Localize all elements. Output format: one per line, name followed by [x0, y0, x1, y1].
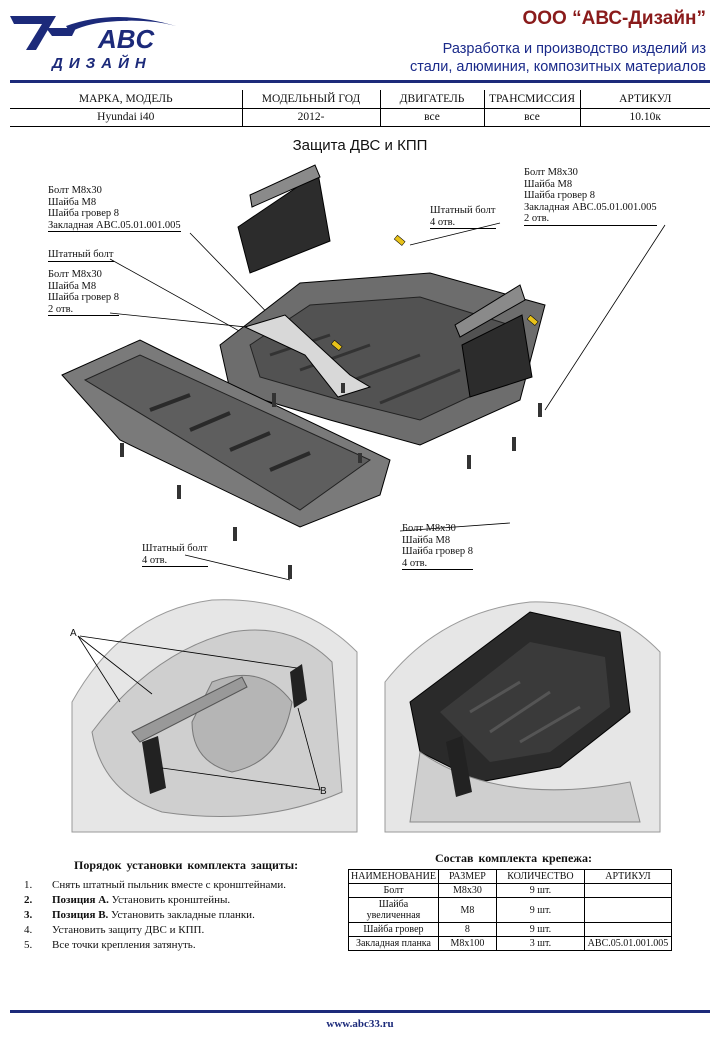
- callout-mid-left: Болт М8х30 Шайба М8 Шайба гровер 8 2 отв…: [48, 269, 119, 316]
- col-model-year: МОДЕЛЬНЫЙ ГОД: [241, 90, 381, 109]
- cell-model-year: 2012-: [241, 108, 381, 127]
- col-transmission: ТРАНСМИССИЯ: [483, 90, 581, 109]
- svg-text:ДИЗАЙН: ДИЗАЙН: [50, 54, 152, 72]
- fastener-kit-title: Состав комплекта крепежа:: [435, 851, 592, 865]
- step-item: 1.Снять штатный пыльник вместе с кронште…: [24, 879, 286, 891]
- website-link[interactable]: www.abc33.ru: [326, 1018, 394, 1030]
- col-article: АРТИКУЛ: [583, 869, 673, 884]
- cell-engine: все: [379, 108, 485, 127]
- company-slogan: Разработка и производство изделий из ста…: [410, 41, 706, 75]
- col-article: АРТИКУЛ: [579, 90, 710, 109]
- col-quantity: КОЛИЧЕСТВО: [495, 869, 585, 884]
- vehicle-spec-table: МАРКА, МОДЕЛЬ МОДЕЛЬНЫЙ ГОД ДВИГАТЕЛЬ ТР…: [10, 90, 710, 127]
- callout-top-right: Болт М8х30 Шайба М8 Шайба гровер 8 Закла…: [524, 167, 657, 226]
- installed-guard-render: [380, 592, 665, 842]
- underbody-brackets-render: A B: [62, 592, 362, 842]
- header-divider: [10, 80, 710, 83]
- col-engine: ДВИГАТЕЛЬ: [379, 90, 485, 109]
- callout-bottom-left: Штатный болт 4 отв.: [142, 543, 208, 567]
- cell-transmission: все: [483, 108, 581, 127]
- company-logo: ABC ДИЗАЙН: [6, 4, 196, 72]
- step-item: 3.Позиция В. Установить закладные планки…: [24, 909, 255, 921]
- step-item: 4.Установить защиту ДВС и КПП.: [24, 924, 205, 936]
- exploded-assembly-diagram: Болт М8х30 Шайба М8 Шайба гровер 8 Закла…: [0, 155, 720, 585]
- page-title: Защита ДВС и КПП: [292, 137, 428, 154]
- callout-standard-bolt-left: Штатный болт: [48, 249, 114, 262]
- callout-bottom-right: Болт М8х30 Шайба М8 Шайба гровер 8 4 отв…: [402, 523, 473, 570]
- footer-divider: [10, 1010, 710, 1013]
- installation-steps: 1.Снять штатный пыльник вместе с кронште…: [24, 878, 286, 953]
- callout-top-left: Болт М8х30 Шайба М8 Шайба гровер 8 Закла…: [48, 185, 181, 232]
- callout-standard-bolt-top: Штатный болт 4 отв.: [430, 205, 496, 229]
- col-brand-model: МАРКА, МОДЕЛЬ: [10, 90, 243, 109]
- cell-article: 10.10к: [579, 108, 710, 127]
- step-item: 2.Позиция А. Установить кронштейны.: [24, 894, 231, 906]
- position-a-label: A: [70, 628, 77, 639]
- step-item: 5.Все точки крепления затянуть.: [24, 939, 196, 951]
- col-name: НАИМЕНОВАНИЕ: [348, 869, 439, 884]
- cell-brand-model: Hyundai i40: [10, 108, 243, 127]
- col-size: РАЗМЕР: [437, 869, 497, 884]
- company-name: ООО “АВС-Дизайн”: [522, 8, 706, 29]
- svg-text:ABC: ABC: [97, 24, 156, 54]
- installation-order-title: Порядок установки комплекта защиты:: [74, 858, 299, 872]
- fastener-kit-table: НАИМЕНОВАНИЕ РАЗМЕР КОЛИЧЕСТВО АРТИКУЛ Б…: [348, 869, 673, 951]
- position-b-label: B: [320, 786, 327, 797]
